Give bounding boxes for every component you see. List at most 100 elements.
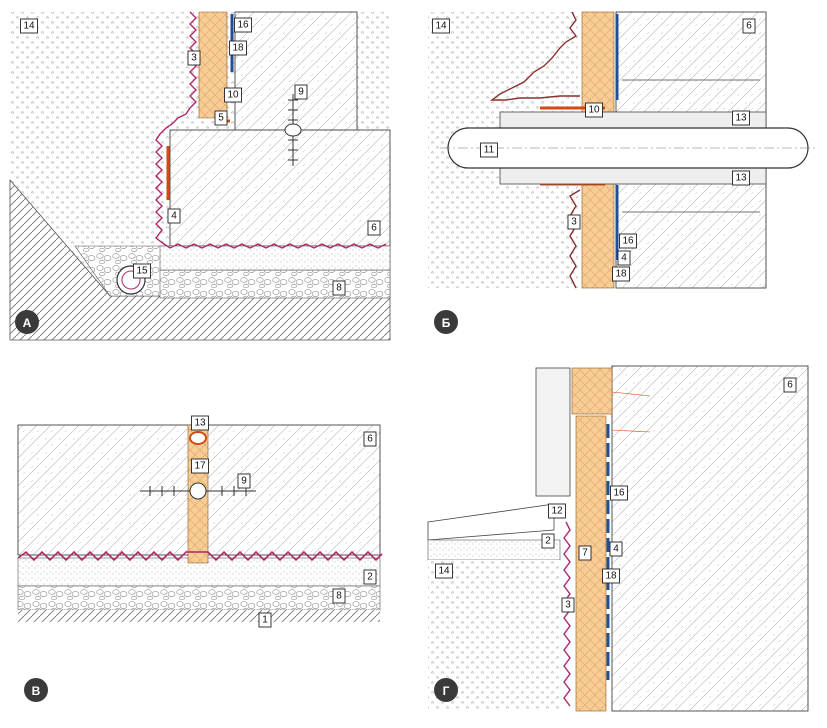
foundation-slab <box>169 129 391 247</box>
callout-number: 6 <box>371 223 377 234</box>
callout-number: 14 <box>435 21 447 32</box>
callout-a-8: 4 <box>167 208 181 224</box>
panel-badge-g: Г <box>434 678 458 702</box>
insulation-a <box>198 11 228 119</box>
panel-b <box>428 11 815 289</box>
callout-b-5: 11 <box>480 142 498 158</box>
callout-number: 14 <box>23 21 35 32</box>
callout-v-7: 1 <box>258 612 272 628</box>
callout-number: 16 <box>622 236 634 247</box>
callout-g-2: 16 <box>610 485 628 501</box>
callout-v-1: 13 <box>191 415 209 431</box>
callout-b-8: 16 <box>619 233 637 249</box>
slab-bottom <box>159 245 391 271</box>
callout-g-5: 7 <box>578 545 592 561</box>
callout-number: 3 <box>565 600 571 611</box>
callout-number: 8 <box>336 283 342 294</box>
callout-v-4: 6 <box>363 431 377 447</box>
callout-b-2: 6 <box>742 18 756 34</box>
callout-number: 2 <box>367 572 373 583</box>
callout-v-5: 2 <box>363 569 377 585</box>
slope-slab-g <box>427 503 555 541</box>
callout-number: 4 <box>613 544 619 555</box>
callout-a-6: 5 <box>214 110 228 126</box>
callout-g-8: 14 <box>435 563 453 579</box>
panel-badge-v: В <box>24 678 48 702</box>
callout-g-6: 4 <box>609 541 623 557</box>
callout-number: 13 <box>735 173 747 184</box>
callout-number: 1 <box>262 615 268 626</box>
panel-letter: А <box>23 316 32 330</box>
callout-b-4: 13 <box>732 110 750 126</box>
insulation-g <box>575 415 607 712</box>
waterstop-a <box>284 94 302 166</box>
callout-number: 11 <box>484 145 495 156</box>
callout-a-7: 9 <box>294 84 308 100</box>
membrane-b <box>489 11 580 101</box>
callout-a-2: 3 <box>187 50 201 66</box>
panel-letter: В <box>32 684 41 698</box>
callout-number: 6 <box>746 21 752 32</box>
callout-number: 4 <box>621 253 627 264</box>
callout-g-4: 2 <box>541 533 555 549</box>
frame-g <box>535 367 571 497</box>
upper-wall <box>234 11 358 131</box>
earth-slope <box>9 178 391 341</box>
waterstop-v <box>140 482 256 500</box>
callout-v-3: 9 <box>237 473 251 489</box>
wall-g <box>611 365 809 712</box>
callout-b-6: 13 <box>732 170 750 186</box>
callout-a-11: 8 <box>332 280 346 296</box>
base-v <box>18 610 380 622</box>
membrane-a <box>155 11 387 249</box>
callout-number: 7 <box>582 548 588 559</box>
callout-number: 18 <box>605 571 617 582</box>
callout-number: 9 <box>298 87 304 98</box>
callout-b-9: 4 <box>617 250 631 266</box>
callout-g-7: 18 <box>602 568 620 584</box>
panel-badge-b: Б <box>434 310 458 334</box>
callout-number: 13 <box>735 113 747 124</box>
panel-badges: А Б В Г <box>15 310 458 702</box>
panel-v <box>17 424 383 622</box>
gravel-layer <box>159 269 391 299</box>
membrane-g <box>563 521 571 707</box>
callout-a-4: 18 <box>229 40 247 56</box>
callout-number: 5 <box>218 113 224 124</box>
callout-number: 18 <box>615 269 627 280</box>
seal-v <box>189 431 207 445</box>
membrane-b2 <box>569 189 581 289</box>
callout-number: 18 <box>232 43 244 54</box>
panel-badge-a: А <box>15 310 39 334</box>
callout-a-3: 16 <box>234 17 252 33</box>
callout-number: 10 <box>588 105 600 116</box>
callout-g-9: 3 <box>561 597 575 613</box>
screed-g <box>427 539 561 561</box>
callout-g-1: 6 <box>783 377 797 393</box>
membrane-v <box>17 550 383 562</box>
panel-g <box>427 365 809 712</box>
callout-number: 8 <box>336 591 342 602</box>
callout-number: 4 <box>171 211 177 222</box>
callout-number: 16 <box>237 20 249 31</box>
callout-a-5: 10 <box>224 87 242 103</box>
callout-number: 15 <box>136 266 148 277</box>
callout-b-3: 10 <box>585 102 603 118</box>
callout-number: 17 <box>194 461 206 472</box>
callout-number: 3 <box>191 53 197 64</box>
panel-letter: Б <box>442 316 451 330</box>
window-insul-g <box>571 367 613 415</box>
callout-number: 9 <box>241 476 247 487</box>
callout-b-1: 14 <box>432 18 450 34</box>
callout-b-10: 18 <box>612 266 630 282</box>
callout-number: 12 <box>551 506 563 517</box>
callout-number: 6 <box>787 380 793 391</box>
callout-number: 6 <box>367 434 373 445</box>
callout-v-2: 17 <box>191 458 209 474</box>
callout-number: 13 <box>194 418 206 429</box>
callout-number: 10 <box>227 90 239 101</box>
gravel-v <box>17 585 381 611</box>
callout-number: 3 <box>571 217 577 228</box>
